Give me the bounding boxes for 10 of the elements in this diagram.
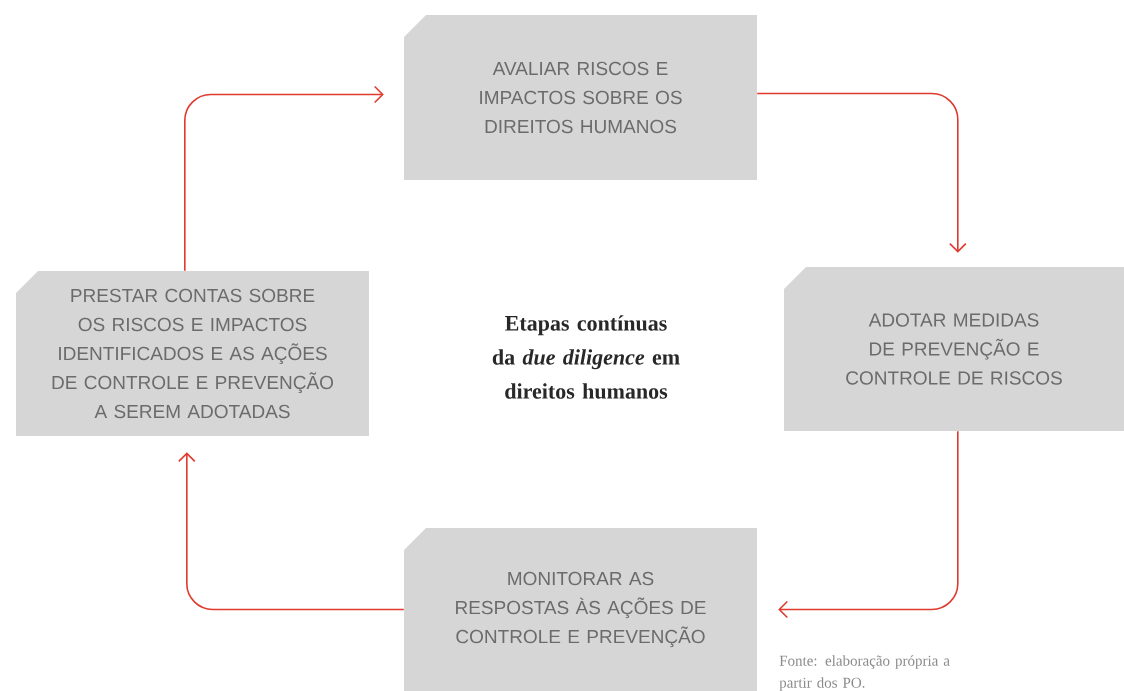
arrow: [756, 92, 967, 253]
process-box: ADOTAR MEDIDAS DE PREVENÇÃO E CONTROLE DE RISCOS: [784, 267, 1124, 431]
process-box: PRESTAR CONTAS SOBRE OS RISCOS E IMPACTOS IDENTIFICADOS E AS AÇÕES DE CONTROLE E PREVENÇÃO A SEREM ADOTADAS: [16, 271, 369, 436]
process-box: AVALIAR RISCOS E IMPACTOS SOBRE OS DIREITOS HUMANOS: [404, 15, 757, 180]
process-box: MONITORAR AS RESPOSTAS ÀS AÇÕES DE CONTROLE E PREVENÇÃO: [404, 528, 757, 691]
arrow: [178, 452, 405, 611]
source-note: Fonte: elaboração própria a partir dos PO.: [779, 655, 950, 691]
arrow: [778, 430, 959, 619]
center-title: Etapas contínuas da due diligence em direitos humanos: [492, 315, 680, 399]
arrow: [184, 85, 384, 272]
